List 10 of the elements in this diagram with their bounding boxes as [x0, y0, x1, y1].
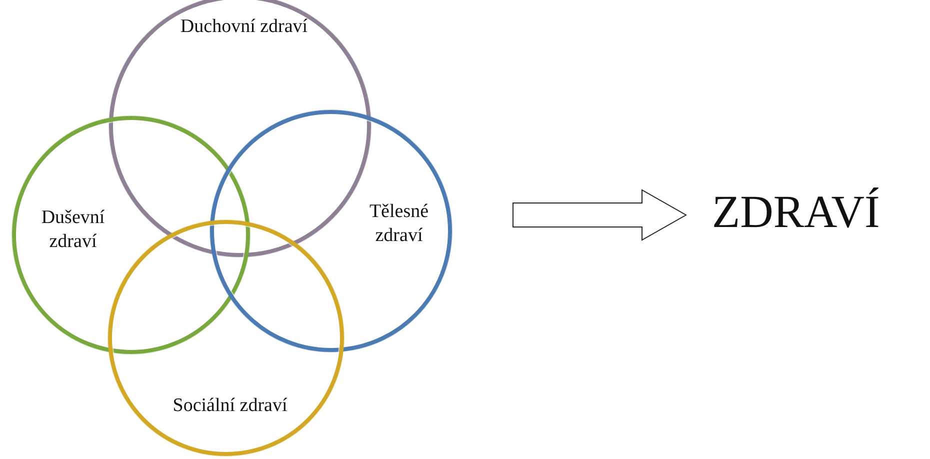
circle	[109, 0, 371, 257]
result-label: ZDRAVÍ	[712, 185, 880, 239]
circle	[108, 220, 344, 456]
block-arrow	[512, 189, 688, 241]
circle-label: Duševní zdraví	[40, 206, 106, 254]
circle	[12, 116, 250, 354]
circle-label: Tělesné zdraví	[368, 200, 430, 248]
circle	[210, 110, 452, 352]
circle-label: Duchovní zdraví	[179, 15, 309, 39]
circle-label: Sociální zdraví	[172, 394, 288, 418]
